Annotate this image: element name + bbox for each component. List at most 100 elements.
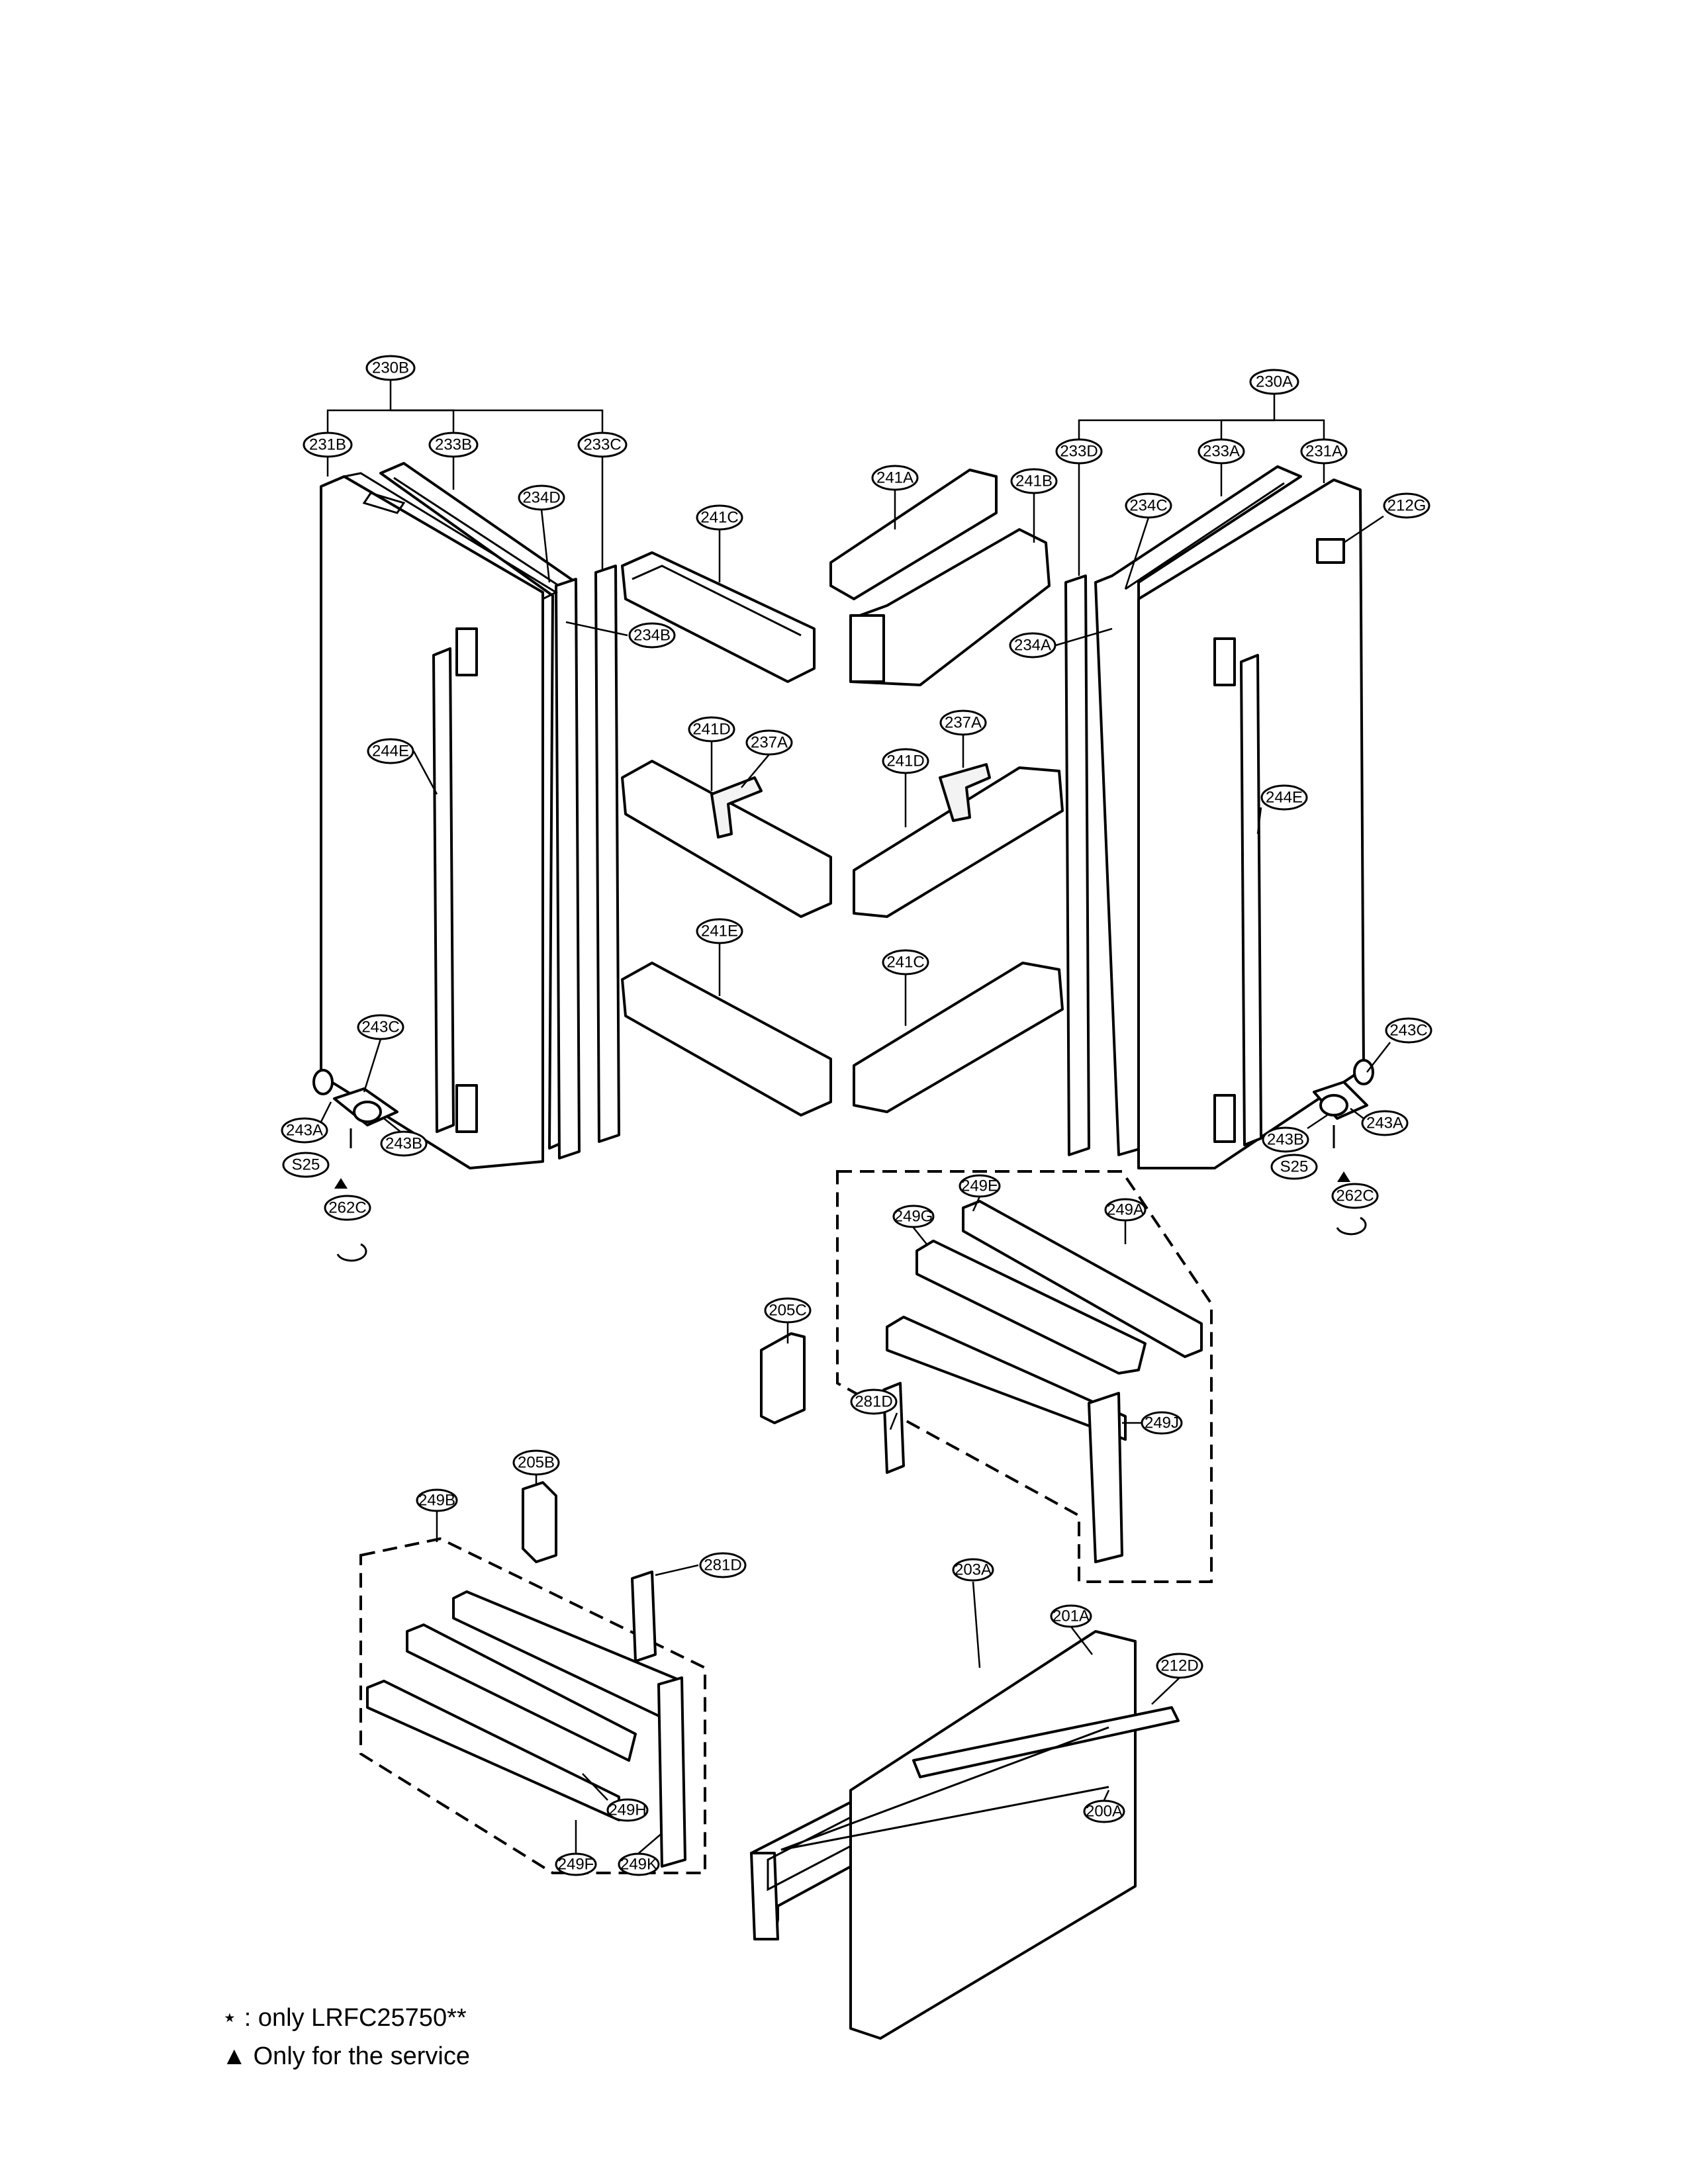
callout-241A: 241A — [871, 465, 919, 529]
callout-233D: 233D — [1055, 438, 1103, 576]
svg-text:244E: 244E — [372, 743, 409, 760]
svg-text:241B: 241B — [1015, 473, 1053, 490]
callout-262C-left: 262C — [324, 1195, 371, 1221]
callout-S25-right: S25 — [1270, 1154, 1318, 1180]
svg-text:234C: 234C — [1129, 497, 1167, 515]
svg-text:212D: 212D — [1160, 1657, 1198, 1675]
svg-text:281D: 281D — [855, 1393, 892, 1411]
callout-203A: 203A — [952, 1558, 994, 1668]
svg-text:241C: 241C — [700, 509, 738, 527]
triangle-symbol: ▲ — [222, 2042, 247, 2070]
lower-rail-assembly — [359, 1481, 706, 1874]
svg-text:249H: 249H — [608, 1801, 646, 1819]
callout-262C-right: 262C — [1331, 1183, 1379, 1209]
note-triangle: ▲ Only for the service — [222, 2037, 470, 2075]
door-bins — [621, 469, 1064, 1116]
callout-243C-left: 243C — [357, 1014, 404, 1093]
svg-text:200A: 200A — [1086, 1803, 1123, 1821]
svg-text:205C: 205C — [769, 1302, 806, 1320]
callout-249E: 249E — [959, 1174, 1001, 1212]
left-door-assembly — [312, 381, 620, 1262]
callout-212D: 212D — [1151, 1653, 1203, 1705]
svg-text:241C: 241C — [886, 954, 924, 972]
svg-text:203A: 203A — [955, 1561, 992, 1579]
upper-rail-assembly — [760, 1170, 1213, 1583]
callout-230A: 230A — [1249, 369, 1299, 395]
svg-text:243C: 243C — [361, 1019, 399, 1036]
svg-text:249F: 249F — [558, 1856, 594, 1874]
callout-205C: 205C — [764, 1297, 812, 1343]
callout-249B: 249B — [416, 1488, 458, 1542]
svg-text:249K: 249K — [620, 1856, 657, 1874]
callout-237A-right: 237A — [939, 709, 987, 768]
svg-text:249J: 249J — [1145, 1414, 1179, 1432]
callout-205B: 205B — [512, 1449, 560, 1486]
legend-notes: ⋆ : only LRFC25750** ▲ Only for the serv… — [222, 1999, 470, 2075]
callout-249J: 249J — [1122, 1411, 1183, 1435]
svg-text:237A: 237A — [751, 734, 788, 752]
svg-text:249A: 249A — [1107, 1201, 1144, 1219]
callout-241E: 241E — [696, 918, 743, 996]
callout-231B: 231B — [303, 432, 353, 477]
svg-text:241D: 241D — [886, 752, 924, 770]
callout-243A-left: 243A — [281, 1101, 332, 1144]
svg-text:249E: 249E — [961, 1177, 998, 1195]
callout-249G: 249G — [892, 1205, 935, 1245]
svg-text:243B: 243B — [1267, 1131, 1304, 1149]
svg-text:205B: 205B — [518, 1454, 555, 1472]
callout-233B: 233B — [428, 432, 479, 490]
callout-243A-right: 243A — [1350, 1108, 1409, 1136]
callout-S25-left: S25 — [282, 1152, 330, 1178]
freezer-drawer-door — [750, 1630, 1180, 2040]
svg-text:243A: 243A — [1366, 1115, 1403, 1132]
callout-237A-left: 237A — [741, 729, 793, 788]
svg-text:231A: 231A — [1305, 443, 1342, 461]
callout-200A: 200A — [1083, 1790, 1125, 1823]
callout-201A: 201A — [1050, 1604, 1093, 1655]
callout-233C: 233C — [577, 432, 628, 569]
svg-text:241E: 241E — [701, 923, 738, 940]
callout-230B: 230B — [365, 355, 416, 381]
callout-249F: 249F — [555, 1820, 597, 1876]
svg-text:262C: 262C — [1336, 1187, 1374, 1205]
svg-text:231B: 231B — [309, 436, 346, 454]
svg-text:249B: 249B — [418, 1492, 455, 1510]
callout-241C-top: 241C — [696, 504, 743, 582]
callout-241C-bottom: 241C — [882, 949, 929, 1026]
callout-234B: 234B — [565, 621, 676, 649]
callout-241B: 241B — [1010, 468, 1058, 543]
svg-text:281D: 281D — [704, 1557, 741, 1574]
svg-text:243B: 243B — [385, 1135, 422, 1153]
callout-243C-right: 243C — [1366, 1017, 1432, 1073]
callout-243B-left: 243B — [380, 1118, 428, 1157]
note-star: ⋆ : only LRFC25750** — [222, 1999, 470, 2037]
svg-text:230B: 230B — [372, 359, 409, 377]
callout-234A: 234A — [1009, 627, 1113, 659]
svg-text:201A: 201A — [1053, 1608, 1090, 1625]
svg-text:241D: 241D — [692, 721, 730, 739]
callout-234C: 234C — [1124, 492, 1172, 590]
svg-text:234B: 234B — [633, 627, 671, 645]
svg-text:237A: 237A — [945, 714, 982, 732]
callout-212G: 212G — [1343, 492, 1430, 544]
callout-244E-left: 244E — [367, 738, 438, 795]
svg-text:243A: 243A — [286, 1122, 323, 1140]
svg-text:241A: 241A — [876, 469, 914, 487]
callout-241D-right: 241D — [882, 748, 929, 827]
svg-text:230A: 230A — [1256, 373, 1293, 391]
callout-241D-left: 241D — [688, 716, 735, 791]
svg-text:212G: 212G — [1387, 497, 1427, 515]
callout-233A: 233A — [1197, 438, 1245, 496]
callout-243B-right: 243B — [1262, 1114, 1328, 1153]
svg-text:S25: S25 — [1280, 1158, 1309, 1176]
callout-249H: 249H — [582, 1773, 649, 1822]
callout-244E-right: 244E — [1256, 784, 1308, 835]
svg-text:249G: 249G — [894, 1208, 933, 1226]
svg-text:262C: 262C — [328, 1199, 366, 1217]
callout-281D-upper: 281D — [850, 1388, 898, 1430]
callout-231A: 231A — [1300, 438, 1348, 483]
svg-text:234D: 234D — [522, 489, 560, 507]
triangle-note-text: Only for the service — [253, 2042, 470, 2070]
svg-text:233A: 233A — [1203, 443, 1240, 461]
